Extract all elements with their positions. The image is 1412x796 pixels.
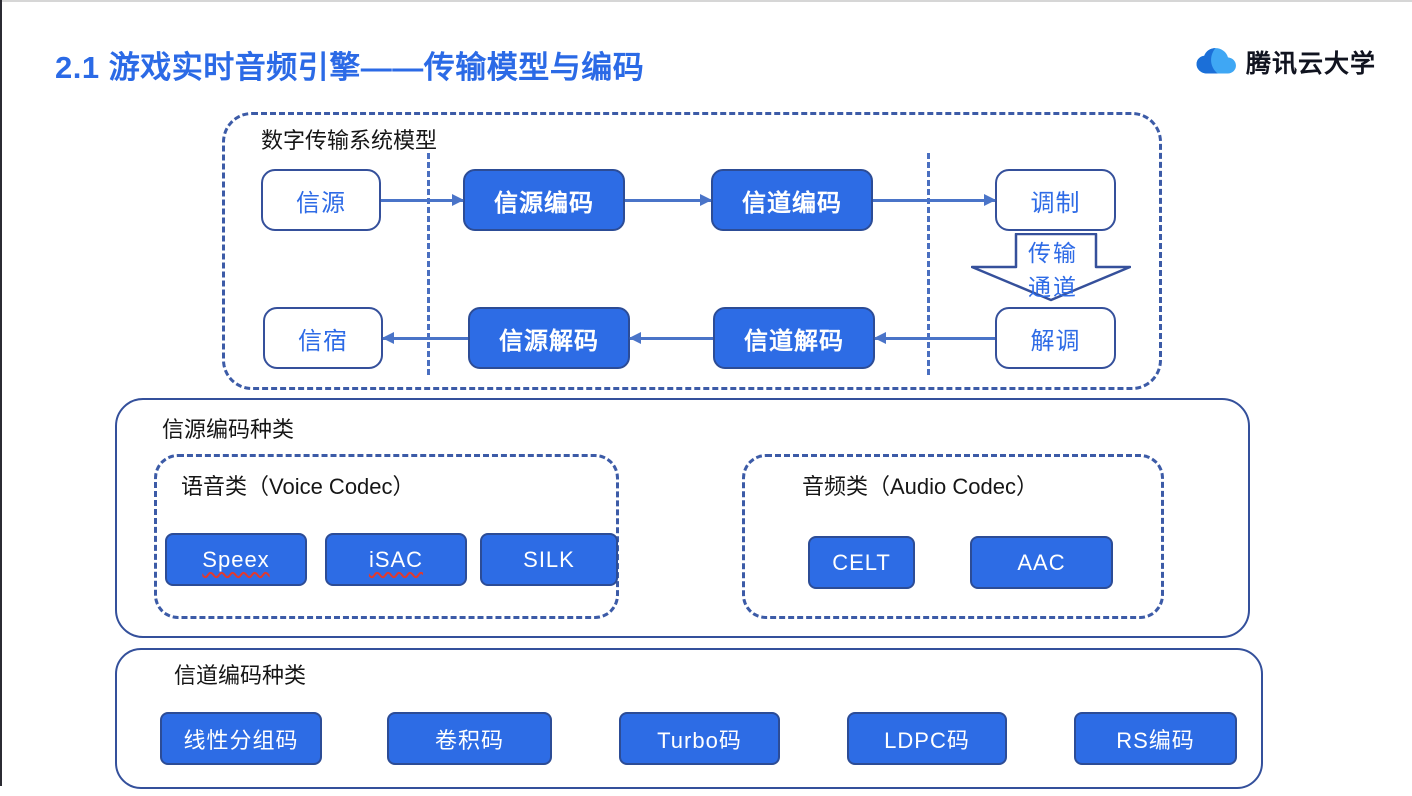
chip-celt-label: CELT: [832, 549, 891, 575]
slide-left-edge: [0, 0, 2, 786]
chip-isac-label: iSAC: [368, 546, 424, 572]
node-channel-encoding: 信道编码: [711, 169, 873, 231]
node-channel-decoding: 信道解码: [713, 307, 875, 369]
voice-codec-title: 语音类（Voice Codec）: [181, 474, 415, 499]
arrow-decoding-to-sink: [382, 332, 468, 345]
chip-silk-label: SILK: [523, 546, 575, 572]
chip-ldpc-code: LDPC码: [847, 712, 1007, 765]
node-source-encoding: 信源编码: [463, 169, 625, 231]
channel-coding-panel: 信道编码种类 线性分组码 卷积码 Turbo码 LDPC码 RS编码: [115, 648, 1263, 789]
node-source: 信源: [261, 169, 381, 231]
transmission-channel-arrow: [971, 233, 1131, 302]
model-title: 数字传输系统模型: [261, 128, 438, 153]
arrow-encoding-to-channel: [625, 194, 712, 207]
cloud-icon: [1195, 47, 1237, 77]
voice-codec-group: 语音类（Voice Codec） Speex iSAC SILK: [154, 454, 619, 619]
transmission-model-panel: 数字传输系统模型 信源 信源编码 信道编码 调制 传输 通道 信宿 信源解码 信…: [222, 112, 1162, 390]
slide-top-edge: [0, 0, 1412, 2]
page-title: 2.1 游戏实时音频引擎——传输模型与编码: [55, 50, 645, 85]
chip-isac: iSAC: [325, 533, 467, 586]
audio-codec-group: 音频类（Audio Codec） CELT AAC: [742, 454, 1164, 619]
source-coding-title: 信源编码种类: [162, 417, 295, 442]
chip-silk: SILK: [480, 533, 618, 586]
chip-aac-label: AAC: [1017, 549, 1066, 575]
chip-convolutional-code: 卷积码: [387, 712, 552, 765]
logo-text: 腾讯云大学: [1245, 50, 1376, 78]
arrow-channel-to-source-decoding: [629, 332, 713, 345]
channel-coding-title: 信道编码种类: [174, 663, 307, 688]
audio-codec-title: 音频类（Audio Codec）: [802, 474, 1038, 499]
dashed-divider-transmit: [427, 153, 430, 375]
tencent-cloud-logo: 腾讯云大学: [1195, 44, 1376, 80]
node-modulation: 调制: [995, 169, 1116, 231]
chip-aac: AAC: [970, 536, 1113, 589]
chip-turbo-code: Turbo码: [619, 712, 780, 765]
chip-linear-block-code: 线性分组码: [160, 712, 322, 765]
chip-rs-code: RS编码: [1074, 712, 1237, 765]
chip-speex-label: Speex: [202, 546, 270, 572]
dashed-divider-channel: [927, 153, 930, 375]
transmission-channel-label: 传输 通道: [993, 236, 1113, 304]
channel-label-line1: 传输: [1028, 240, 1078, 266]
arrow-source-to-encoding: [381, 194, 464, 207]
arrow-demod-to-channel-decoding: [874, 332, 995, 345]
arrow-channel-to-modulation: [873, 194, 996, 207]
source-coding-panel: 信源编码种类 语音类（Voice Codec） Speex iSAC SILK …: [115, 398, 1250, 638]
node-source-decoding: 信源解码: [468, 307, 630, 369]
chip-speex: Speex: [165, 533, 307, 586]
node-demodulation: 解调: [995, 307, 1116, 369]
chip-celt: CELT: [808, 536, 915, 589]
node-sink: 信宿: [263, 307, 383, 369]
channel-label-line2: 通道: [1028, 274, 1078, 300]
